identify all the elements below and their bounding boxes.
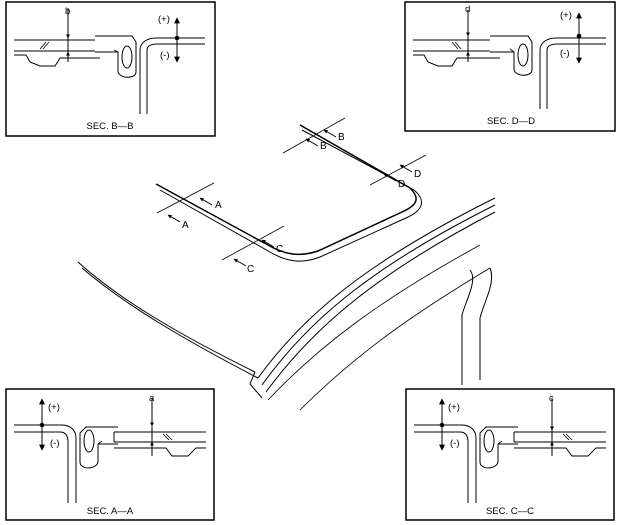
section-cut-b: B B bbox=[282, 117, 346, 154]
minus-label-b: (-) bbox=[160, 50, 170, 61]
gap-label-c: c bbox=[549, 393, 554, 404]
section-cut-d: D D bbox=[369, 154, 427, 190]
plus-label-b: (+) bbox=[158, 14, 170, 25]
vehicle-roof-outline bbox=[77, 197, 496, 411]
cut-label-b-lower: B bbox=[320, 141, 327, 152]
section-caption-aa: SEC. A—A bbox=[87, 506, 134, 517]
cut-label-a-lower: A bbox=[182, 220, 189, 231]
gap-label-a: a bbox=[149, 393, 155, 404]
cut-label-d-upper: D bbox=[414, 169, 421, 180]
section-bb-panel: b (+) (-) SEC. B—B bbox=[5, 1, 216, 137]
cut-label-c-lower: C bbox=[247, 264, 254, 275]
cut-label-a-upper: A bbox=[215, 200, 222, 211]
section-dd-panel: d (+) (-) SEC. D—D bbox=[404, 1, 616, 132]
gap-label-b: b bbox=[65, 6, 70, 17]
sunroof-opening-outline bbox=[155, 124, 422, 262]
section-cc-panel: c (+) (-) SEC. C—C bbox=[405, 388, 615, 521]
section-caption-dd: SEC. D—D bbox=[487, 116, 535, 127]
section-cut-c: C C bbox=[221, 225, 285, 275]
minus-label-d: (-) bbox=[560, 48, 570, 59]
plus-label-c: (+) bbox=[448, 402, 460, 413]
plus-label-a: (+) bbox=[48, 402, 60, 413]
minus-label-c: (-) bbox=[450, 438, 460, 449]
cut-label-d-lower: D bbox=[398, 179, 405, 190]
section-caption-bb: SEC. B—B bbox=[87, 121, 134, 132]
gap-label-d: d bbox=[465, 4, 470, 15]
cut-label-c-upper: C bbox=[276, 244, 283, 255]
cut-label-b-upper: B bbox=[338, 132, 345, 143]
section-aa-panel: a (+) (-) SEC. A—A bbox=[5, 388, 215, 521]
minus-label-a: (-) bbox=[50, 438, 60, 449]
plus-label-d: (+) bbox=[560, 10, 572, 21]
section-cut-a: A A bbox=[156, 182, 222, 231]
section-caption-cc: SEC. C—C bbox=[486, 506, 534, 517]
